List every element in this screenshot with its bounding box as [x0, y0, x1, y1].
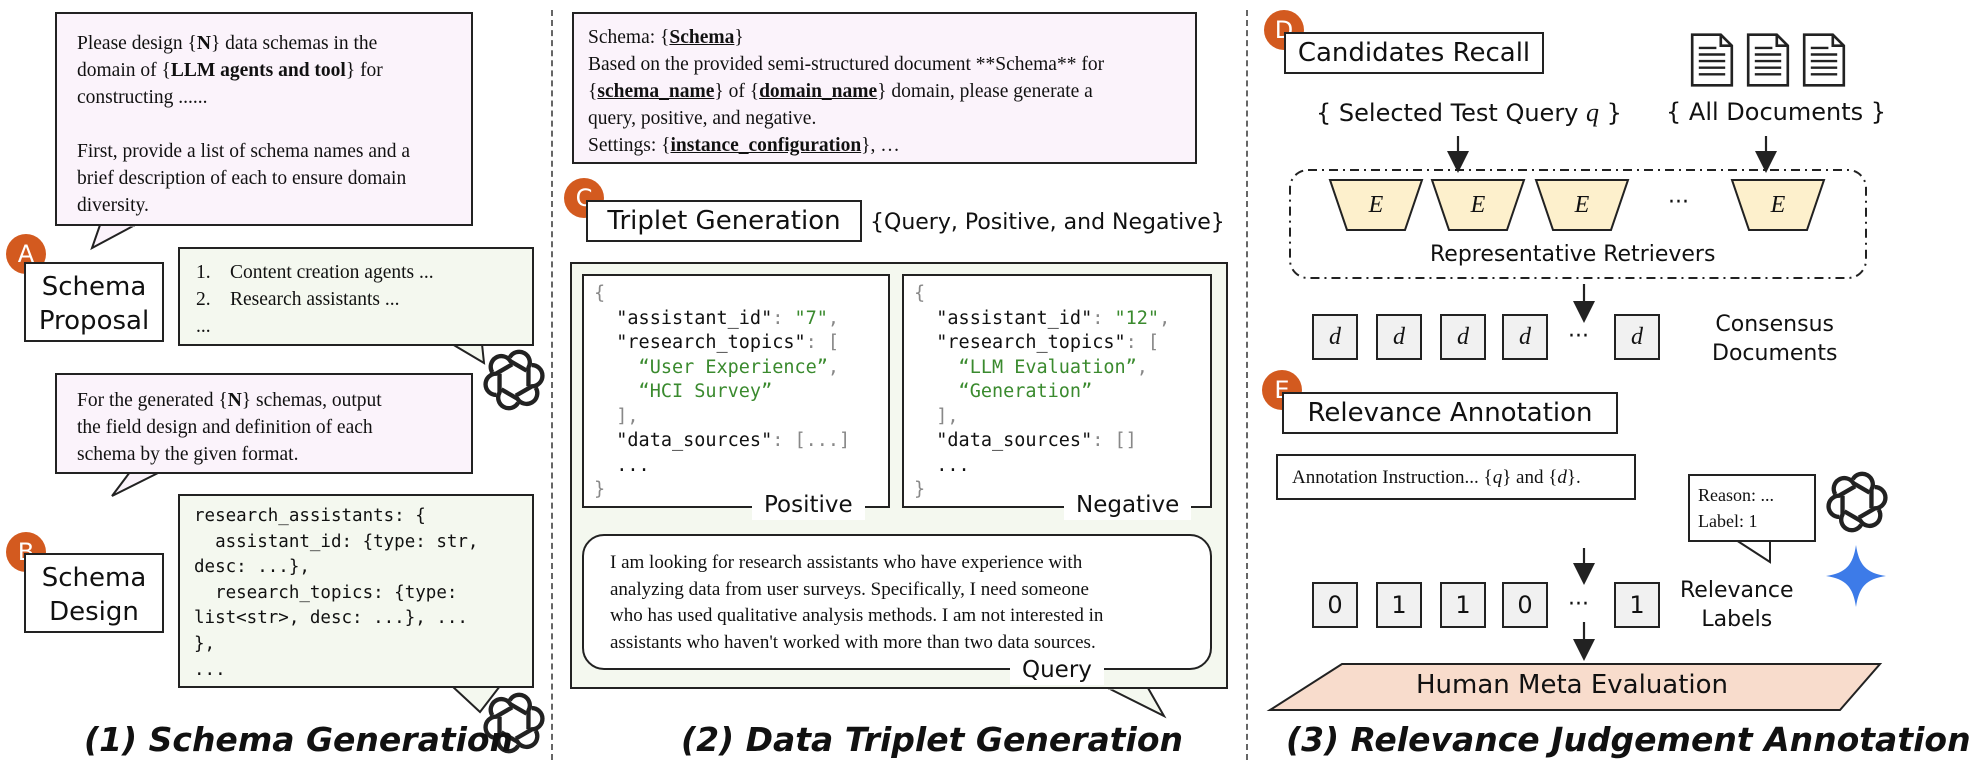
relevance-labels-caption: Relevance Labels	[1680, 578, 1794, 632]
bubble-tail	[111, 471, 161, 497]
retrievers-label: Representative Retrievers	[1430, 242, 1716, 267]
triplet-subtitle: {Query, Positive, and Negative}	[870, 210, 1225, 235]
encoder-label: E	[1470, 192, 1486, 218]
doc-cell: d	[1614, 314, 1660, 360]
negative-document: { "assistant_id": "12", "research_topics…	[902, 274, 1212, 508]
gemini-star-icon	[1826, 545, 1886, 607]
label-ellipsis: ···	[1568, 592, 1589, 617]
doc-cell: d	[1376, 314, 1422, 360]
doc-cell: d	[1440, 314, 1486, 360]
doc-cell: d	[1502, 314, 1548, 360]
encoder-label: E	[1770, 192, 1786, 218]
schema-proposal-title: Schema Proposal	[24, 262, 164, 342]
positive-label: Positive	[752, 490, 865, 520]
triplet-generation-title: Triplet Generation	[586, 200, 862, 242]
encoder-shape: E	[1330, 180, 1422, 230]
encoder-ellipsis: ···	[1668, 190, 1689, 215]
section-title-triplet-generation: (2) Data Triplet Generation	[681, 720, 1183, 759]
human-meta-evaluation: Human Meta Evaluation	[1416, 670, 1729, 700]
doc-ellipsis: ···	[1568, 324, 1589, 349]
triplet-prompt: Schema: {Schema} Based on the provided s…	[572, 12, 1197, 164]
schema-design-response: research_assistants: { assistant_id: {ty…	[178, 494, 534, 688]
query-text: I am looking for research assistants who…	[582, 534, 1212, 670]
doc-cell: d	[1312, 314, 1358, 360]
section-title-relevance-annotation: (3) Relevance Judgement Annotation	[1286, 720, 1971, 759]
bubble-tail	[1735, 539, 1771, 564]
encoder-shape: E	[1432, 180, 1524, 230]
encoder-outlines	[1328, 179, 1826, 231]
bubble-tail	[1107, 687, 1167, 719]
annotation-response: Reason: ... Label: 1	[1688, 474, 1816, 542]
bubble-tail	[451, 685, 501, 714]
encoder-shape: E	[1732, 180, 1824, 230]
all-documents-label: { All Documents }	[1666, 98, 1887, 126]
section-title-schema-generation: (1) Schema Generation	[84, 720, 514, 759]
relevance-label-cell: 1	[1440, 582, 1486, 628]
bubble-tail	[451, 343, 486, 365]
relevance-annotation-title: Relevance Annotation	[1282, 392, 1618, 434]
bubble-tail	[90, 224, 136, 251]
relevance-label-cell: 1	[1376, 582, 1422, 628]
annotation-instruction: Annotation Instruction... {q} and {d}.	[1276, 454, 1636, 500]
encoder-label: E	[1574, 192, 1590, 218]
query-label: Query	[1010, 655, 1104, 685]
negative-label: Negative	[1064, 490, 1192, 520]
section-divider	[551, 10, 553, 760]
schema-proposal-prompt: Please design {N} data schemas in the do…	[55, 12, 473, 226]
meta-evaluation-shape	[1266, 663, 1883, 711]
encoder-label: E	[1368, 192, 1384, 218]
schema-proposal-response: 1.Content creation agents ... 2.Research…	[178, 247, 534, 346]
relevance-label-cell: 1	[1614, 582, 1660, 628]
consensus-label: Consensus Documents	[1712, 312, 1838, 366]
schema-design-title: Schema Design	[24, 553, 164, 633]
retrievers-group	[1289, 169, 1867, 279]
relevance-label-cell: 0	[1312, 582, 1358, 628]
section-divider	[1246, 10, 1248, 760]
encoder-shape: E	[1536, 180, 1628, 230]
schema-design-prompt: For the generated {N} schemas, output th…	[55, 373, 473, 474]
positive-document: { "assistant_id": "7", "research_topics"…	[582, 274, 890, 508]
candidates-recall-title: Candidates Recall	[1284, 32, 1544, 74]
selected-query-label: { Selected Test Query q }	[1316, 98, 1622, 127]
relevance-label-cell: 0	[1502, 582, 1548, 628]
